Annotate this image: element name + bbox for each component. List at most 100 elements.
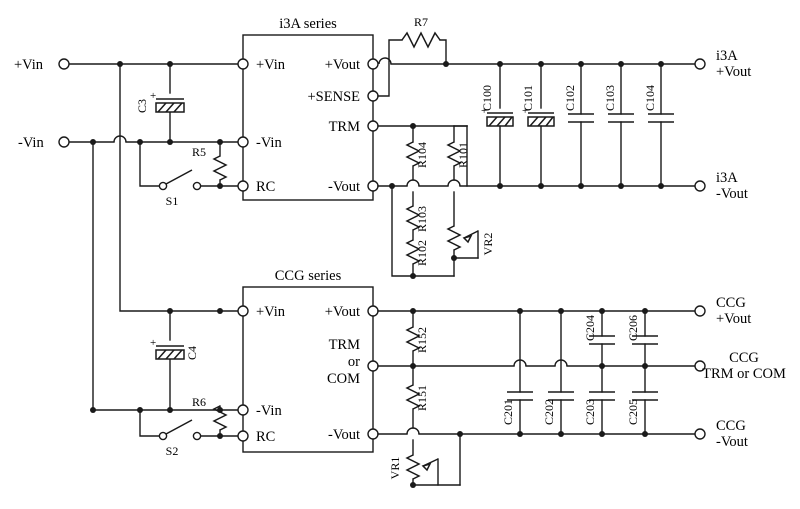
c101-label: C101 bbox=[521, 85, 535, 111]
junction-dot bbox=[497, 183, 503, 189]
s1-terminal-right[interactable] bbox=[192, 181, 202, 191]
s2-blade bbox=[165, 419, 193, 435]
wire-hop-posvout bbox=[378, 57, 392, 65]
r101-label: R101 bbox=[456, 142, 470, 168]
ccg-pin-pos-vout[interactable] bbox=[367, 305, 379, 317]
junction-dot bbox=[599, 431, 605, 437]
terminal-i3a-pos-vout[interactable] bbox=[694, 58, 706, 70]
r6-label: R6 bbox=[192, 395, 206, 409]
i3a-pin-pos-vout[interactable] bbox=[367, 58, 379, 70]
junction-dot bbox=[90, 139, 96, 145]
c3-hatch-3 bbox=[173, 102, 183, 113]
junction-dot bbox=[599, 308, 605, 314]
junction-dot bbox=[642, 308, 648, 314]
junction-dot bbox=[137, 407, 143, 413]
junction-dot bbox=[578, 183, 584, 189]
c101-hatch-1 bbox=[529, 116, 539, 127]
junction-dot bbox=[642, 363, 648, 369]
i3a-label-trm: TRM bbox=[329, 119, 361, 135]
ccg-pin-trm-com[interactable] bbox=[367, 360, 379, 372]
c100-plus-sign: + bbox=[481, 105, 487, 117]
i3a-pin-trm[interactable] bbox=[367, 120, 379, 132]
label-pos-vin: +Vin bbox=[14, 57, 44, 73]
junction-dot bbox=[217, 433, 223, 439]
i3a-label-sense: +SENSE bbox=[308, 89, 361, 105]
terminal-neg-vin[interactable] bbox=[58, 136, 70, 148]
i3a-pin-neg-vin[interactable] bbox=[237, 136, 249, 148]
c3-hatch-2 bbox=[165, 102, 175, 113]
terminal-ccg-pos-vout[interactable] bbox=[694, 305, 706, 317]
ccg-pin-pos-vin[interactable] bbox=[237, 305, 249, 317]
label-ccg-com-line1: CCG bbox=[729, 350, 759, 366]
c204-label: C204 bbox=[583, 315, 597, 341]
s2-label: S2 bbox=[166, 444, 179, 458]
terminal-i3a-neg-vout[interactable] bbox=[694, 180, 706, 192]
ccg-module-title: CCG series bbox=[275, 268, 342, 284]
i3a-label-pos-vout: +Vout bbox=[325, 57, 360, 73]
ccg-label-trm: TRM bbox=[329, 337, 361, 353]
c4-plus-sign: + bbox=[150, 337, 156, 349]
c3-plus-sign: + bbox=[150, 90, 156, 102]
junction-dot bbox=[558, 431, 564, 437]
r102-label: R102 bbox=[415, 240, 429, 266]
wire-s2-left bbox=[139, 409, 161, 437]
c4-label: C4 bbox=[185, 346, 199, 360]
c3-hatch-1 bbox=[157, 102, 167, 113]
label-neg-vin: -Vin bbox=[18, 135, 44, 151]
junction-dot bbox=[117, 61, 123, 67]
c100-hatch-3 bbox=[504, 116, 513, 127]
junction-dot bbox=[538, 183, 544, 189]
wire-s1-left bbox=[139, 141, 161, 187]
junction-dot bbox=[167, 61, 173, 67]
i3a-pin-neg-vout[interactable] bbox=[367, 180, 379, 192]
ccg-label-com: COM bbox=[327, 371, 360, 387]
r7-body bbox=[401, 31, 441, 49]
ccg-label-or: or bbox=[348, 354, 360, 370]
i3a-pin-pos-vin[interactable] bbox=[237, 58, 249, 70]
c100-label: C100 bbox=[480, 85, 494, 111]
i3a-label-rc: RC bbox=[256, 179, 275, 195]
r104-body bbox=[405, 141, 421, 167]
i3a-pin-sense[interactable] bbox=[367, 90, 379, 102]
terminal-ccg-com[interactable] bbox=[694, 360, 706, 372]
junction-dot bbox=[410, 308, 416, 314]
i3a-label-pos-vin: +Vin bbox=[256, 57, 286, 73]
ccg-pin-rc[interactable] bbox=[237, 430, 249, 442]
r103-label: R103 bbox=[415, 206, 429, 232]
r151-label: R151 bbox=[415, 385, 429, 411]
wire-sense-to-r7 bbox=[377, 39, 403, 97]
s2-terminal-right[interactable] bbox=[192, 431, 202, 441]
junction-dot bbox=[658, 61, 664, 67]
vr2-label: VR2 bbox=[481, 233, 495, 256]
junction-dot bbox=[217, 139, 223, 145]
s1-blade bbox=[165, 169, 193, 185]
s1-terminal-left[interactable] bbox=[158, 181, 168, 191]
i3a-label-neg-vout: -Vout bbox=[328, 179, 360, 195]
terminal-pos-vin[interactable] bbox=[58, 58, 70, 70]
vr1-body bbox=[405, 454, 421, 480]
s2-terminal-left[interactable] bbox=[158, 431, 168, 441]
i3a-pin-rc[interactable] bbox=[237, 180, 249, 192]
c3-label: C3 bbox=[135, 99, 149, 113]
r5-label: R5 bbox=[192, 145, 206, 159]
ccg-label-pos-vout: +Vout bbox=[325, 304, 360, 320]
c104-label: C104 bbox=[643, 85, 657, 111]
label-ccg-neg-vout-line1: CCG bbox=[716, 418, 746, 434]
junction-dot bbox=[389, 183, 395, 189]
c206-label: C206 bbox=[626, 315, 640, 341]
c205-label: C205 bbox=[626, 399, 640, 425]
c101-hatch-3 bbox=[545, 116, 554, 127]
c201-label: C201 bbox=[501, 399, 515, 425]
ccg-pin-neg-vin[interactable] bbox=[237, 404, 249, 416]
terminal-ccg-neg-vout[interactable] bbox=[694, 428, 706, 440]
ccg-pin-neg-vout[interactable] bbox=[367, 428, 379, 440]
junction-dot bbox=[642, 431, 648, 437]
c100-hatch-2 bbox=[496, 116, 506, 127]
junction-dot bbox=[497, 61, 503, 67]
junction-dot bbox=[538, 61, 544, 67]
r152-label: R152 bbox=[415, 327, 429, 353]
junction-dot bbox=[658, 183, 664, 189]
junction-dot bbox=[167, 407, 173, 413]
junction-dot bbox=[217, 308, 223, 314]
